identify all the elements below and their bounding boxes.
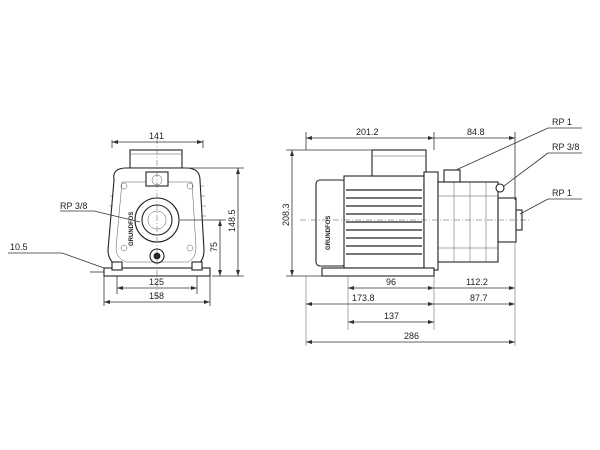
dim-side-286: 286 <box>404 331 419 341</box>
dim-side-112-2: 112.2 <box>466 277 488 287</box>
side-port-mid-label: RP 3/8 <box>552 142 579 152</box>
side-view: GRUNDFOS <box>300 149 530 277</box>
side-terminal-box <box>371 149 427 177</box>
dim-front-158: 158 <box>149 291 164 301</box>
dim-side-208-3: 208.3 <box>281 203 291 226</box>
side-flange <box>423 171 439 271</box>
dim-side-87-7: 87.7 <box>470 293 488 303</box>
dim-front-75: 75 <box>209 242 219 252</box>
front-view: GRUNDFOS <box>103 138 211 300</box>
side-base <box>321 267 435 277</box>
dim-front-148-5: 148.5 <box>227 209 237 232</box>
side-port-top-label: RP 1 <box>552 117 572 127</box>
front-logo: GRUNDFOS <box>129 212 135 246</box>
dim-side-96: 96 <box>386 277 396 287</box>
side-pump-housing <box>437 181 499 263</box>
dim-front-10-5: 10.5 <box>10 242 28 252</box>
side-vent-plug <box>495 183 505 193</box>
side-logo: GRUNDFOS <box>326 216 332 250</box>
side-port-end-label: RP 1 <box>552 188 572 198</box>
dim-front-141: 141 <box>149 131 164 141</box>
dim-side-201-2: 201.2 <box>356 127 379 137</box>
dim-side-137: 137 <box>384 311 399 321</box>
dim-side-173-8: 173.8 <box>352 293 375 303</box>
side-top-port <box>443 169 461 183</box>
side-motor-fins <box>346 189 422 255</box>
side-dimensions: 201.2 84.8 208.3 RP 1 RP 3/8 RP 1 <box>281 117 582 346</box>
dim-front-125: 125 <box>149 277 164 287</box>
front-terminal-box <box>129 149 183 169</box>
front-dimensions: 141 RP 3/8 10.5 125 158 148.5 <box>8 131 244 306</box>
dim-side-84-8: 84.8 <box>467 127 485 137</box>
front-port-label: RP 3/8 <box>60 201 87 211</box>
